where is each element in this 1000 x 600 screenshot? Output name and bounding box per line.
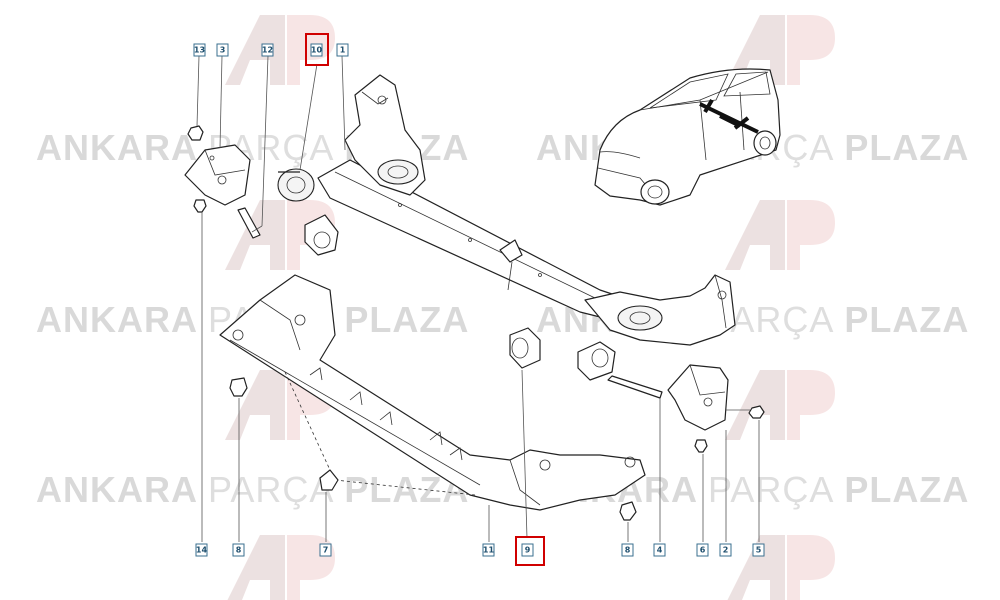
callout-label: 13 [194, 46, 205, 55]
callout-label: 6 [700, 546, 706, 555]
callout-2[interactable]: 2 [719, 543, 732, 557]
bushing-right [577, 341, 616, 381]
callout-label: 4 [657, 546, 663, 555]
callout-13[interactable]: 13 [193, 43, 206, 57]
bolt-14 [193, 199, 207, 213]
bushing-10-lower [304, 214, 339, 256]
callout-label: 9 [525, 546, 531, 555]
bolt-8-left [229, 377, 248, 397]
callout-label: 10 [311, 46, 323, 55]
callout-9[interactable]: 9 [515, 536, 545, 566]
callout-1[interactable]: 1 [336, 43, 349, 57]
underbody-cover [219, 274, 646, 511]
ap-logo [725, 370, 835, 440]
callout-10[interactable]: 10 [305, 33, 329, 66]
callout-label: 1 [340, 46, 346, 55]
callout-3[interactable]: 3 [216, 43, 229, 57]
callout-label: 11 [483, 546, 495, 555]
ap-logo [727, 535, 835, 600]
callout-7[interactable]: 7 [319, 543, 332, 557]
callout-label: 8 [236, 546, 242, 555]
callout-label: 14 [196, 546, 208, 555]
long-bolt-4 [607, 375, 663, 399]
nut-5 [748, 405, 765, 419]
rear-axle-marker-icon [699, 98, 759, 134]
rear-axle-beam [317, 74, 736, 346]
callout-label: 8 [625, 546, 631, 555]
callout-4[interactable]: 4 [653, 543, 666, 557]
highlight-frame [515, 536, 545, 566]
callout-label: 5 [756, 546, 762, 555]
right-bracket [667, 364, 729, 431]
clip-7 [319, 469, 339, 491]
callout-5[interactable]: 5 [752, 543, 765, 557]
callout-14[interactable]: 14 [195, 543, 208, 557]
left-bracket [184, 144, 251, 206]
callout-label: 12 [262, 46, 273, 55]
nut-13 [187, 125, 204, 141]
callout-label: 3 [220, 46, 226, 55]
bushing-9 [509, 327, 541, 369]
highlight-frame [305, 33, 329, 66]
ap-logo [725, 15, 835, 85]
bolt-6 [694, 439, 708, 453]
bushing-10 [277, 168, 315, 202]
leader-lines [196, 55, 760, 542]
bolt-8-right [619, 501, 637, 521]
callout-label: 7 [323, 546, 329, 555]
ap-logo [725, 200, 835, 270]
callout-12[interactable]: 12 [261, 43, 274, 57]
car-thumbnail [594, 68, 781, 206]
callout-label: 2 [723, 546, 729, 555]
callout-8-left[interactable]: 8 [232, 543, 245, 557]
callout-11[interactable]: 11 [482, 543, 495, 557]
callout-8-right[interactable]: 8 [621, 543, 634, 557]
callout-6[interactable]: 6 [696, 543, 709, 557]
